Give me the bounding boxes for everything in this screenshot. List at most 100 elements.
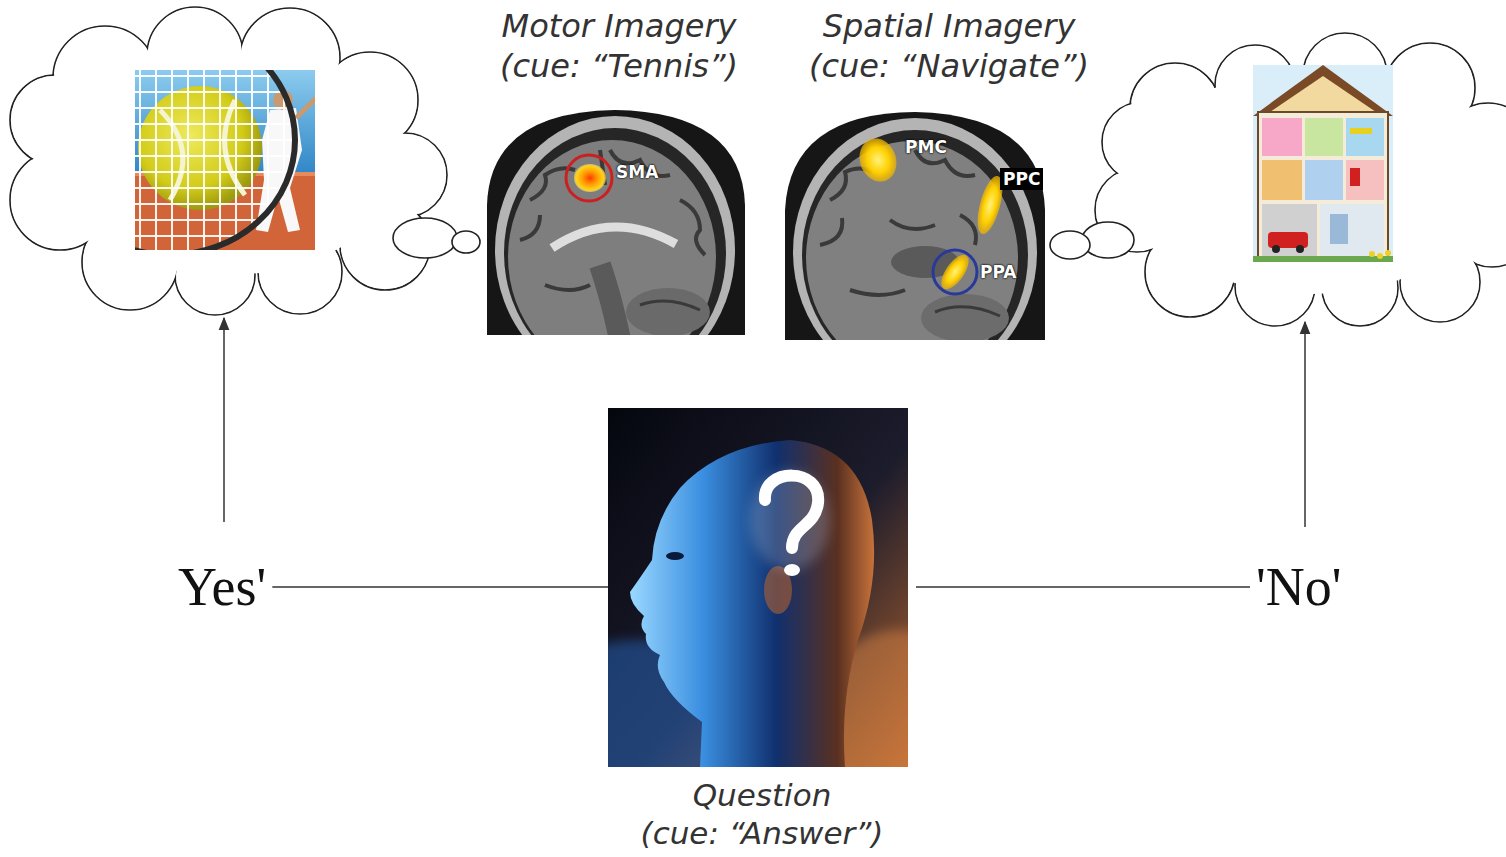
- house-picture-part: [1296, 245, 1304, 253]
- thought-bubble-part: [393, 218, 457, 258]
- tennis-picture-part-part: [135, 203, 315, 205]
- answer-arrow: [224, 318, 1305, 527]
- mri-slice-part: [495, 116, 735, 384]
- thought-bubble: [393, 218, 480, 258]
- mri-slice-part-part-part: [820, 218, 842, 245]
- node-heading: 'No': [1250, 555, 1347, 619]
- tennis-picture-part-part: [135, 219, 315, 221]
- mri-slice-part-part-part: [680, 200, 705, 255]
- house-picture-part: [1350, 128, 1372, 134]
- mri-slice-part-part: [574, 164, 606, 192]
- head-picture-part: [630, 440, 874, 767]
- mri-slice-part: [793, 118, 1037, 386]
- thought-bubble: [1050, 222, 1134, 259]
- tennis-picture-part-part: [135, 75, 315, 77]
- region-label: PPA: [980, 262, 1017, 282]
- tennis-picture-part-part: [219, 70, 221, 250]
- house-picture-part: [1262, 160, 1302, 200]
- mri-slice-part-part: [640, 301, 700, 310]
- house-picture-part: [1262, 118, 1302, 156]
- house-picture-part: [1305, 118, 1343, 156]
- node-subtext: (cue: “Answer”): [608, 814, 916, 852]
- mri-slice-part-part: [820, 150, 976, 295]
- mri-slice-part-part: [504, 128, 726, 378]
- imagery-panel: Spatial Imagery(cue: “Navigate”): [780, 6, 1118, 340]
- house-picture-part: [1320, 204, 1384, 256]
- mri-slice-part-part-part: [545, 285, 590, 290]
- mri-slice-part-part: [935, 307, 1000, 316]
- node-heading: Question: [608, 776, 916, 814]
- tennis-picture-part-part: [135, 235, 315, 237]
- node-heading: Spatial Imagery: [780, 6, 1118, 46]
- house-picture-part: [1346, 118, 1384, 156]
- house-picture-part: [1346, 160, 1384, 200]
- house-picture-part: [1272, 245, 1280, 253]
- mri-slice-part-part-part: [850, 290, 905, 295]
- node-heading: Motor Imagery: [455, 6, 783, 46]
- head-picture: [608, 408, 908, 767]
- house-picture-part: [1330, 214, 1348, 244]
- house-picture-part: [1377, 253, 1383, 259]
- thought-bubble-part: [1050, 231, 1090, 259]
- mri-slice-part-part: [508, 140, 716, 374]
- house-picture-part: [1350, 168, 1360, 186]
- tennis-picture-part-part: [139, 70, 141, 250]
- mri-slice-part-part: [495, 116, 735, 384]
- mri-slice-part-part: [921, 294, 1009, 342]
- question-panel: Question(cue: “Answer”): [608, 408, 916, 852]
- house-picture-part: [1262, 204, 1317, 256]
- connector-line: [916, 586, 1250, 588]
- answer-word: 'No': [1250, 555, 1347, 619]
- answer-word: Yes': [172, 555, 272, 619]
- house-picture-part: [1253, 65, 1393, 116]
- mri-slice-part-part: [626, 288, 710, 336]
- tennis-picture-part-part: [135, 139, 315, 141]
- connector-line: [272, 586, 608, 588]
- mri-slice-part-part: [854, 133, 903, 187]
- head-picture-part: [666, 552, 684, 560]
- thought-cloud-fill: [1096, 34, 1506, 325]
- house-picture-part: [1305, 160, 1343, 200]
- tennis-picture-part-part: [203, 70, 205, 250]
- mri-slice-part-part-part: [890, 220, 935, 229]
- thought-bubble-part: [452, 231, 480, 253]
- tennis-picture-part-part: [187, 70, 189, 250]
- answer-arrow-part: [1304, 322, 1306, 527]
- house-picture: [1253, 65, 1393, 262]
- region-label: PMC: [905, 137, 947, 157]
- thought-cloud: [10, 7, 447, 315]
- mri-slice-part-part: [552, 227, 676, 248]
- house-picture-part: [1385, 250, 1391, 256]
- mri-slice: [487, 110, 745, 384]
- answer-arrow-part: [223, 318, 225, 522]
- mri-slice: [785, 112, 1045, 386]
- tennis-picture-part-part: [235, 70, 237, 250]
- tennis-picture-part-part: [135, 155, 315, 157]
- node-subtext: (cue: “Navigate”): [780, 46, 1118, 86]
- region-label: PPC: [1000, 168, 1043, 190]
- mri-slice-part-part-part: [960, 215, 976, 245]
- house-picture-part: [1270, 76, 1376, 112]
- tennis-picture: [135, 70, 315, 250]
- tennis-picture-part: [135, 70, 295, 250]
- mri-slice-part: [566, 155, 612, 201]
- head-picture-part: [784, 564, 800, 576]
- house-picture-part: [1253, 65, 1393, 262]
- thought-cloud-fill-part: [1132, 70, 1492, 294]
- house-picture-part: [1369, 251, 1375, 257]
- region-label: SMA: [616, 162, 658, 182]
- mri-slice-part-part: [806, 141, 1018, 375]
- thought-cloud: [1095, 33, 1506, 326]
- tennis-picture-part: [296, 96, 315, 118]
- tennis-picture-part-part: [267, 70, 269, 250]
- tennis-picture-part-part: [135, 91, 315, 93]
- thought-cloud-fill: [11, 8, 446, 314]
- mri-slice-part-part: [600, 265, 620, 340]
- tennis-picture-part-part: [135, 123, 315, 125]
- house-picture-part: [1258, 112, 1388, 258]
- tennis-picture-part: [225, 100, 245, 195]
- mri-slice-part-part-part: [520, 215, 540, 240]
